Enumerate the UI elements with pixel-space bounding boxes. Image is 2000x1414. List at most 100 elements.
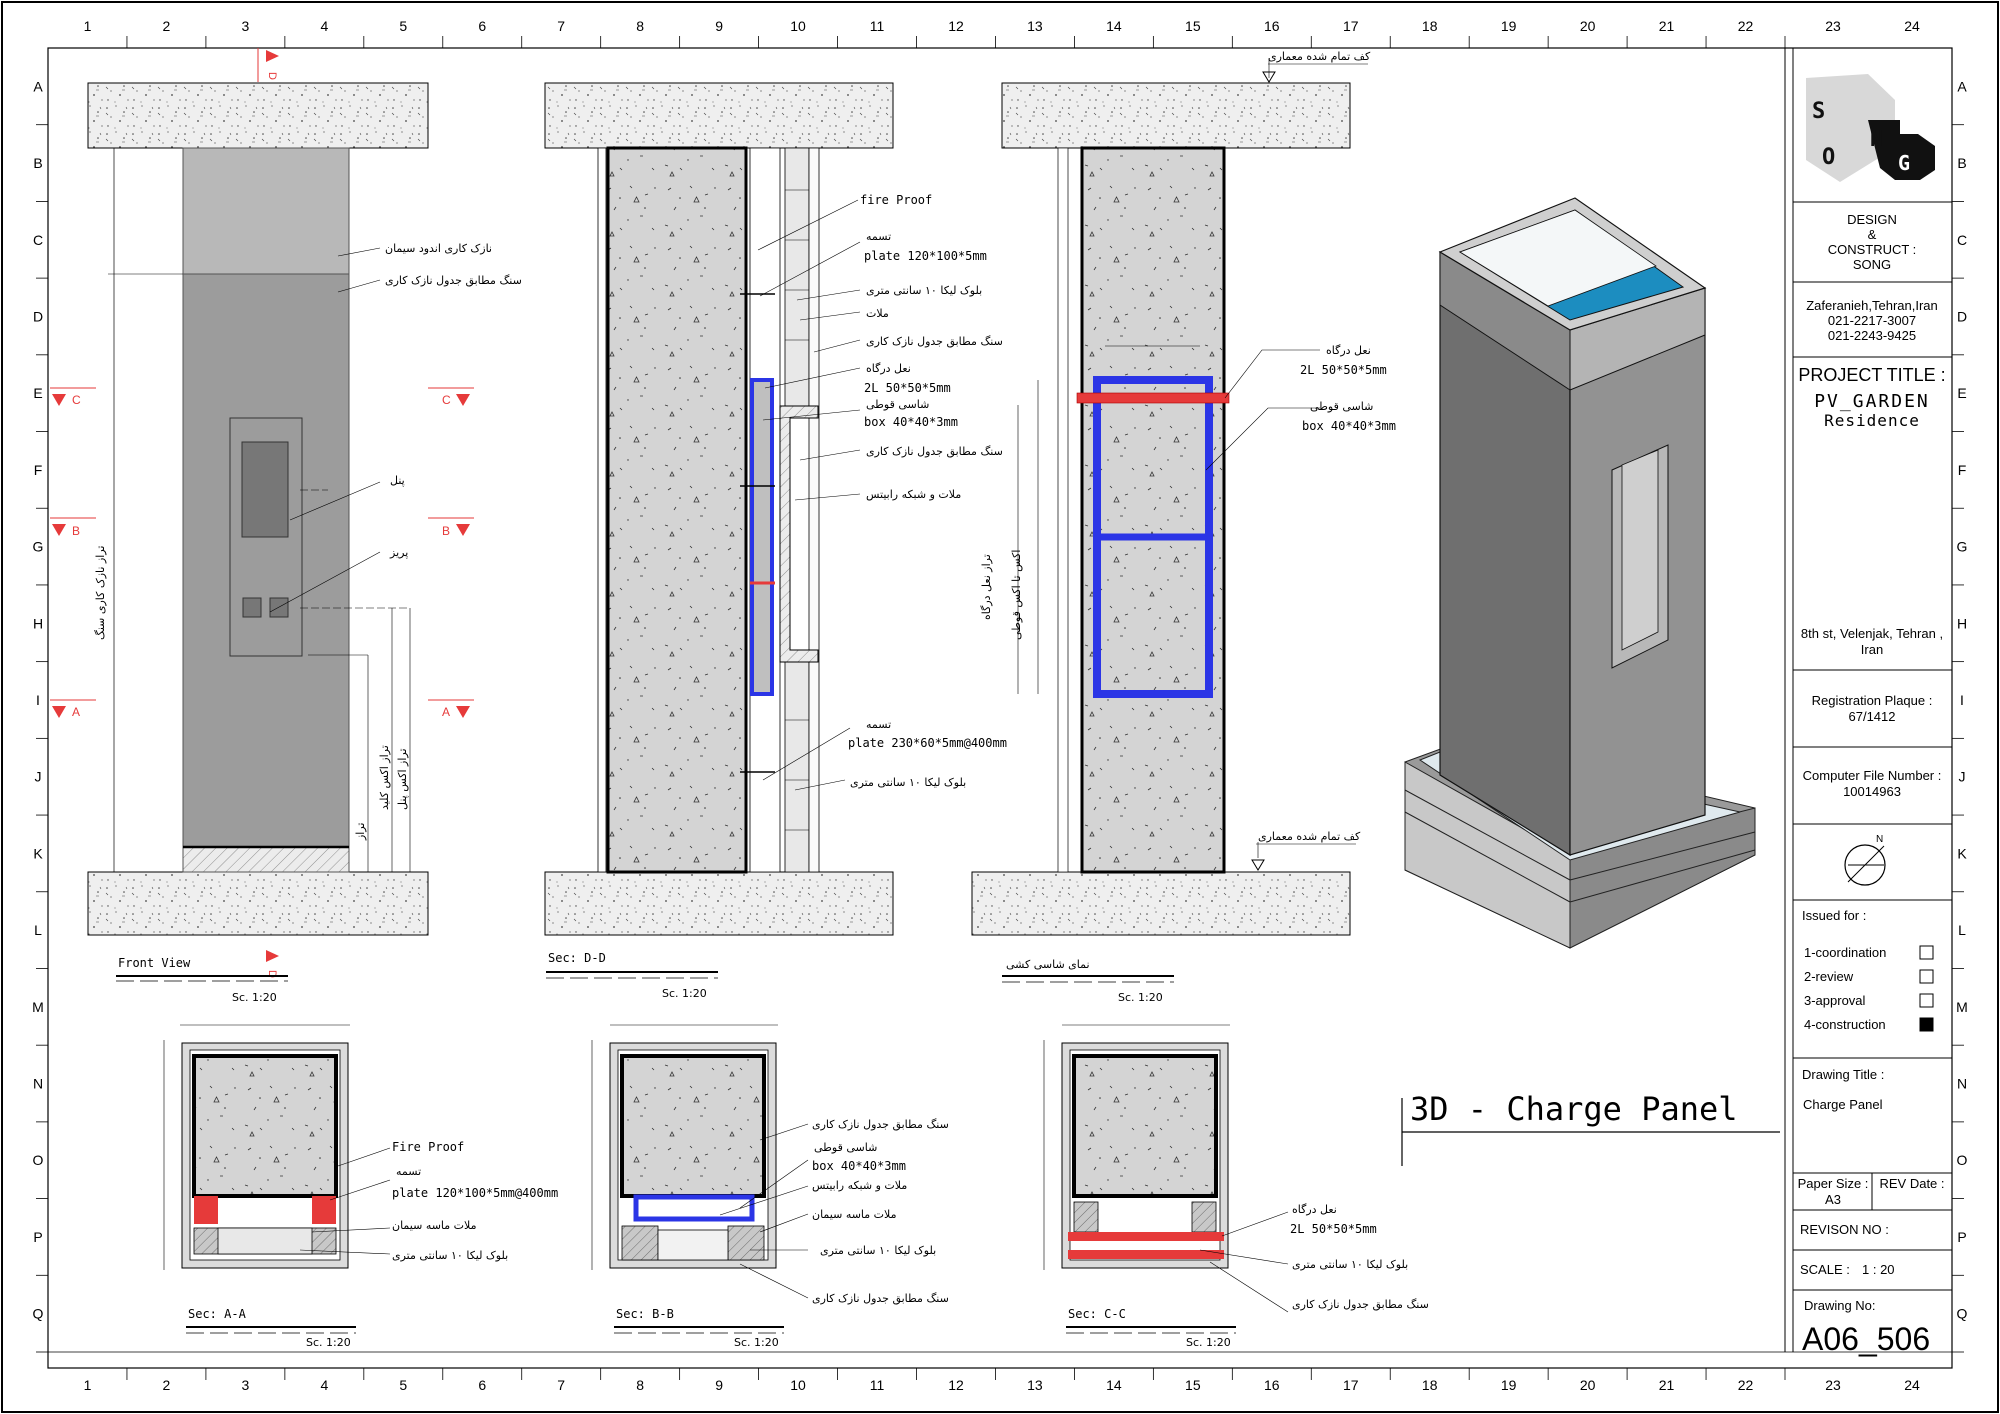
grid-row-label: Q: [1957, 1306, 1968, 1322]
section-bb: سنگ مطابق جدول نازک کاری شاسی قوطی box 4…: [591, 1024, 949, 1349]
issue-checkbox[interactable]: [1919, 1017, 1934, 1032]
chassis-elevation: تراز نعل درگاه اکس تا اکس قوطی کف تمام ش…: [971, 50, 1396, 1004]
svg-text:Zaferanieh,Tehran,Iran: Zaferanieh,Tehran,Iran: [1806, 298, 1938, 313]
inner-border: [47, 47, 1953, 1369]
front-view-scale: Sc. 1:20: [232, 991, 277, 1004]
grid-row-label: F: [1958, 462, 1967, 478]
grid-col-label: 22: [1738, 18, 1754, 34]
svg-text:box 40*40*3mm: box 40*40*3mm: [864, 415, 958, 429]
svg-text:شاسی قوطی: شاسی قوطی: [866, 398, 929, 411]
grid-col-label: 22: [1738, 1377, 1754, 1393]
grid-row-label: G: [33, 539, 44, 555]
plaster-band: [182, 147, 350, 275]
grid-col-label: 17: [1343, 1377, 1359, 1393]
svg-text:A: A: [72, 705, 80, 719]
grid-col-label: 7: [557, 18, 565, 34]
svg-text:SCALE :: SCALE :: [1800, 1262, 1850, 1277]
svg-text:سنگ مطابق جدول نازک کاری: سنگ مطابق جدول نازک کاری: [1292, 1298, 1429, 1312]
grid-row-label: I: [36, 692, 40, 708]
grid-col-label: 13: [1027, 18, 1043, 34]
svg-text:Sc. 1:20: Sc. 1:20: [662, 987, 707, 1000]
svg-text:N: N: [1870, 127, 1883, 152]
grid-col-label: 5: [399, 18, 407, 34]
steel-box-frame: [750, 378, 774, 696]
svg-text:plate 230*60*5mm@400mm: plate 230*60*5mm@400mm: [848, 736, 1007, 750]
front-label-plaster: نازک کاری اندود سیمان: [385, 242, 492, 255]
grid-col-label: 16: [1264, 1377, 1280, 1393]
grid-col-label: 5: [399, 1377, 407, 1393]
ceiling-slab: [87, 82, 429, 149]
grid-col-label: 21: [1659, 18, 1675, 34]
issue-item-label: 2-review: [1804, 969, 1854, 984]
grid-row-label: B: [1957, 155, 1966, 171]
issue-checkbox[interactable]: [1919, 945, 1934, 960]
svg-text:بلوک لیکا ۱۰ سانتی متری: بلوک لیکا ۱۰ سانتی متری: [866, 284, 982, 297]
grid-col-label: 8: [636, 18, 644, 34]
svg-text:Issued for :: Issued for :: [1802, 908, 1866, 923]
svg-text:ملات ماسه سیمان: ملات ماسه سیمان: [392, 1219, 477, 1232]
grid-row-label: L: [34, 922, 42, 938]
issue-item-label: 4-construction: [1804, 1017, 1886, 1032]
grid-row-label: M: [32, 999, 44, 1015]
svg-text:DESIGN: DESIGN: [1847, 212, 1897, 227]
drawing-number: A06_506: [1802, 1321, 1930, 1357]
svg-text:Sc. 1:20: Sc. 1:20: [306, 1336, 351, 1349]
issue-checkbox[interactable]: [1919, 993, 1934, 1008]
grid-row-label: N: [33, 1076, 43, 1092]
svg-text:plate 120*100*5mm: plate 120*100*5mm: [864, 249, 987, 263]
svg-text:67/1412: 67/1412: [1849, 709, 1896, 724]
grid-col-label: 14: [1106, 18, 1122, 34]
panel-screen: [241, 441, 289, 538]
issue-checklist: 1-coordination2-review3-approval4-constr…: [1804, 945, 1934, 1032]
grid-row-label: J: [1959, 769, 1966, 785]
grid-col-label: 3: [241, 18, 249, 34]
grid-col-label: 16: [1264, 18, 1280, 34]
svg-text:ملات و شبکه رابیتس: ملات و شبکه رابیتس: [866, 488, 961, 501]
grid-row-label: I: [1960, 692, 1964, 708]
svg-text:box 40*40*3mm: box 40*40*3mm: [812, 1159, 906, 1173]
svg-text:کف تمام شده معماری: کف تمام شده معماری: [1268, 50, 1371, 63]
grid-row-label: F: [34, 462, 43, 478]
grid-row-label: P: [33, 1229, 42, 1245]
svg-text:نعل درگاه: نعل درگاه: [1326, 344, 1371, 357]
grid-row-label: P: [1957, 1229, 1966, 1245]
grid-row-label: O: [33, 1152, 44, 1168]
svg-text:10014963: 10014963: [1843, 784, 1901, 799]
grid-col-label: 17: [1343, 18, 1359, 34]
svg-text:G: G: [1898, 151, 1910, 175]
svg-text:fire Proof: fire Proof: [860, 193, 932, 207]
svg-text:Registration Plaque :: Registration Plaque :: [1812, 693, 1933, 708]
grid-col-label: 2: [163, 18, 171, 34]
leca-block-lower: [784, 659, 810, 873]
svg-text:تراز اکس پنل: تراز اکس پنل: [396, 748, 409, 810]
grid-row-label: D: [33, 308, 43, 324]
grid-col-label: 14: [1106, 1377, 1122, 1393]
svg-text:Residence: Residence: [1824, 411, 1920, 430]
svg-text:Sc. 1:20: Sc. 1:20: [1186, 1336, 1231, 1349]
grid-col-label: 6: [478, 1377, 486, 1393]
grid-row-label: H: [33, 615, 43, 631]
grid-col-label: 12: [948, 18, 964, 34]
svg-text:B: B: [72, 524, 80, 538]
svg-text:box 40*40*3mm: box 40*40*3mm: [1302, 419, 1396, 433]
svg-text:سنگ مطابق جدول نازک کاری: سنگ مطابق جدول نازک کاری: [812, 1292, 949, 1306]
section-arrow-d-bottom: [266, 950, 279, 962]
chassis-title: نمای شاسی کشی: [1006, 958, 1090, 971]
grid-row-label: A: [1957, 78, 1967, 94]
grid-col-label: 1: [84, 1377, 92, 1393]
project-name: PV_GARDEN: [1814, 391, 1930, 412]
svg-text:شاسی قوطی: شاسی قوطی: [814, 1141, 877, 1154]
front-view-title: Front View: [118, 956, 191, 970]
grid-row-label: L: [1958, 922, 1966, 938]
issue-checkbox[interactable]: [1919, 969, 1934, 984]
section-dd: fire Proof تسمه plate 120*100*5mm بلوک ل…: [544, 82, 1007, 1000]
section-cc: نعل درگاه 2L 50*50*5mm بلوک لیکا ۱۰ سانت…: [1043, 1024, 1429, 1349]
floor-slab: [87, 871, 429, 936]
grid-col-label: 18: [1422, 18, 1438, 34]
grid-col-label: 3: [241, 1377, 249, 1393]
grid-col-label: 15: [1185, 1377, 1201, 1393]
svg-text:&: &: [1868, 227, 1877, 242]
grid-row-label: A: [33, 78, 43, 94]
